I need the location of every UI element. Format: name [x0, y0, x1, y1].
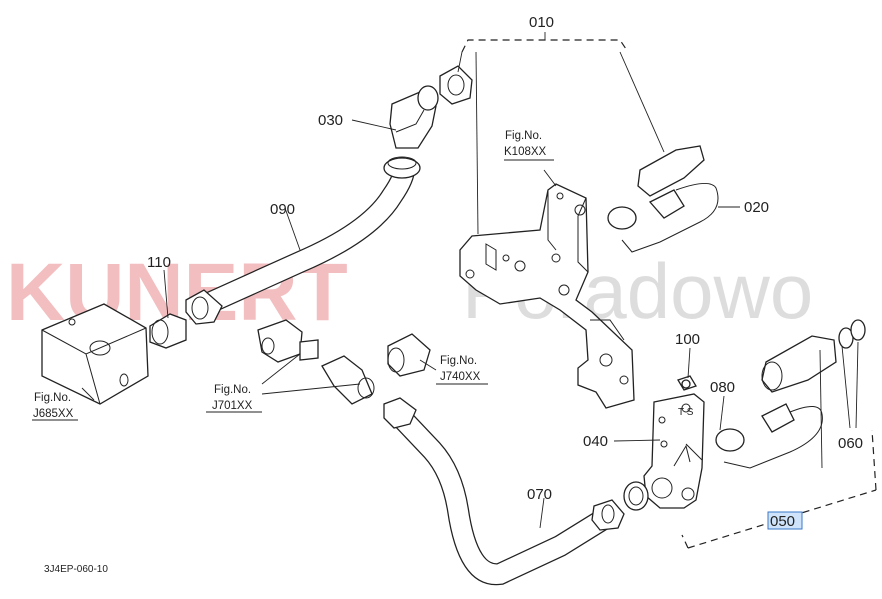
hose-nut-070-lower — [591, 499, 625, 531]
fig-ref-j685-prefix: Fig.No. — [34, 392, 71, 404]
figure-ref-j740[interactable]: Fig.No. J740XX — [440, 355, 481, 383]
fig-ref-j701-prefix: Fig.No. — [214, 384, 251, 396]
callout-070[interactable]: 070 — [527, 486, 552, 503]
valve-block — [41, 303, 149, 405]
fig-ref-j740-code: J740XX — [440, 371, 481, 383]
leader-lines — [32, 51, 859, 529]
callout-030[interactable]: 030 — [318, 112, 343, 129]
callout-080[interactable]: 080 — [710, 379, 735, 396]
callout-010[interactable]: 010 — [529, 14, 554, 31]
callout-040[interactable]: 040 — [583, 433, 608, 450]
quick-coupler-050 — [715, 335, 837, 469]
quick-coupler-020 — [607, 145, 719, 253]
bolt-100 — [677, 375, 697, 391]
hose-070 — [388, 404, 608, 586]
callout-050[interactable]: 050 — [770, 513, 795, 530]
figure-ref-j701[interactable]: Fig.No. J701XX — [212, 384, 253, 412]
bracket-stamp: T S — [678, 407, 694, 418]
callout-020[interactable]: 020 — [744, 199, 769, 216]
bracket-040: T S — [643, 393, 705, 509]
figure-ref-k108[interactable]: Fig.No. K108XX — [504, 130, 547, 158]
fig-ref-j740-prefix: Fig.No. — [440, 355, 477, 367]
elbow-030 — [389, 85, 439, 149]
nut-010 — [439, 65, 473, 105]
callout-100[interactable]: 100 — [675, 331, 700, 348]
drawing-code: 3J4EP-060-10 — [44, 564, 108, 575]
figure-ref-j685[interactable]: Fig.No. J685XX — [33, 392, 74, 420]
o-rings-060 — [838, 319, 866, 349]
adapter-110 — [149, 313, 187, 349]
fig-ref-k108-code: K108XX — [504, 146, 547, 158]
callout-060[interactable]: 060 — [838, 435, 863, 452]
hose-nut-070-upper — [383, 397, 417, 429]
fig-ref-j685-code: J685XX — [33, 408, 74, 420]
callout-050-highlight — [767, 511, 803, 530]
hose-nut-090-lower — [185, 289, 223, 325]
tee-fitting-j701 — [257, 319, 375, 405]
ring-080 — [623, 481, 649, 511]
fig-ref-k108-prefix: Fig.No. — [505, 130, 542, 142]
callout-110[interactable]: 110 — [147, 254, 171, 271]
hose-nut-090-upper — [383, 156, 421, 179]
callout-090[interactable]: 090 — [270, 201, 295, 218]
callouts: 010 020 030 040 050 060 070 080 090 100 … — [147, 14, 863, 530]
fig-ref-j701-code: J701XX — [212, 400, 253, 412]
fitting-j740 — [387, 333, 431, 377]
group-bracket-010 — [461, 32, 629, 53]
mounting-plate — [459, 183, 635, 409]
